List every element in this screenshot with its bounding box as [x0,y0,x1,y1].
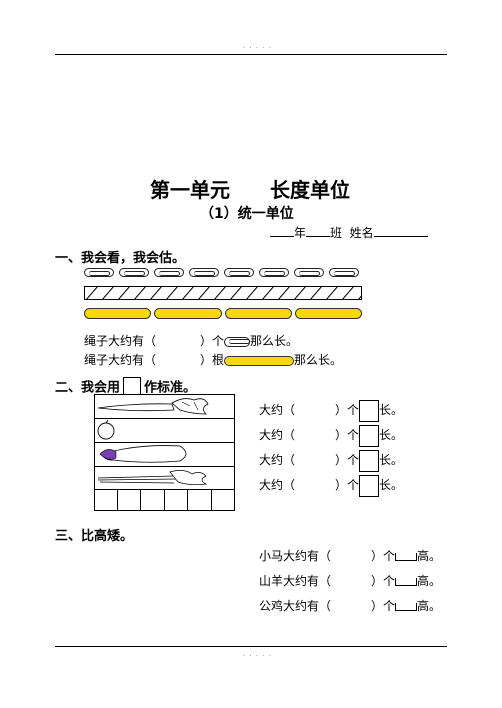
section2-row: 大约（ ）个 长。 [259,449,403,474]
section1-line2: 绳子大约有（ ）根 那么长。 [84,351,342,368]
row-pre: 小马大约有（ [259,549,332,563]
paperclip-icon [154,268,184,277]
row-post: 高。 [417,599,442,613]
section3-row: 山羊大约有（ ）个 高。 [259,570,441,595]
line1-mid: ）个 [200,334,225,348]
row-post: 长。 [379,453,404,467]
unit-square-icon [359,449,380,472]
name-blank[interactable] [373,225,428,237]
header-rule [55,54,447,55]
section1-line1: 绳子大约有（ ）个 那么长。 [84,332,298,349]
year-blank[interactable] [270,225,294,237]
row-mid: ）个 [371,599,396,613]
yellow-stick-icon [154,308,222,319]
unit-square-icon [359,424,380,447]
row-pre: 大约（ [259,478,296,492]
paperclip-icon [189,268,219,277]
unit-bracket-icon [395,602,418,611]
paperclip-icon [329,268,359,277]
yellow-stick-icon [224,308,292,319]
row-mid: ）个 [371,574,396,588]
paperclip-row [84,268,362,280]
student-info: 年 班 姓名 [270,224,428,241]
row-mid: ）个 [335,478,360,492]
row-pre: 公鸡大约有（ [259,599,332,613]
section2-row: 大约（ ）个 长。 [259,424,403,449]
line1-suffix: 那么长。 [250,334,299,348]
yellow-stick-icon [84,308,152,319]
section3-row: 小马大约有（ ）个 高。 [259,545,441,570]
row-mid: ）个 [335,453,360,467]
radish-icon [97,398,209,415]
section2-heading-post: 作标准。 [144,380,197,396]
row-mid: ）个 [335,403,360,417]
section3-heading: 三、比高矮。 [55,529,134,544]
page-subtitle: （1）统一单位 [200,206,294,222]
section2-answers: 大约（）个长。 大约（）个长。 大约（）个长。 大约（）个长。 [259,399,403,499]
unit-square-icon [359,474,380,497]
row-pre: 大约（ [259,403,296,417]
apple-icon [97,419,115,440]
paperclip-icon [259,268,289,277]
celery-icon [97,470,208,486]
section1-heading: 一、我会看，我会估。 [55,251,186,266]
object-table [94,394,235,511]
section2-heading-pre: 二、我会用 [55,380,121,396]
footer-rule [55,646,447,647]
year-label: 年 [294,226,307,240]
paperclip-icon [224,268,254,277]
paperclip-icon [84,268,114,277]
row-post: 长。 [379,478,404,492]
row-pre: 大约（ [259,453,296,467]
paperclip-icon [294,268,324,277]
eggplant-icon [99,445,187,463]
unit-bracket-icon [395,552,418,561]
class-blank[interactable] [306,225,331,237]
row-pre: 山羊大约有（ [259,574,332,588]
pencil-row [84,308,362,320]
section3-answers: 小马大约有（）个高。 山羊大约有（）个高。 公鸡大约有（）个高。 [259,545,441,620]
rope-hatched [84,286,362,300]
line2-suffix: 那么长。 [294,353,343,367]
yellow-stick-icon [294,308,362,319]
header-dots: · · · · · [243,44,273,52]
row-mid: ）个 [371,549,396,563]
page-title: 第一单元 长度单位 [150,178,350,202]
class-label: 班 [330,226,343,240]
row-post: 高。 [417,549,442,563]
paperclip-icon [224,336,251,347]
row-post: 长。 [379,403,404,417]
footer-dots: · · · · · [243,652,273,660]
section3-row: 公鸡大约有（ ）个 高。 [259,595,441,620]
row-mid: ）个 [335,428,360,442]
row-pre: 大约（ [259,428,296,442]
line1-prefix: 绳子大约有（ [84,334,157,348]
line2-mid: ）根 [200,353,225,367]
name-label: 姓名 [349,226,374,240]
row-post: 高。 [417,574,442,588]
section2-row: 大约（ ）个 长。 [259,474,403,499]
unit-square-icon [359,399,380,422]
row-post: 长。 [379,428,404,442]
yellow-stick-icon [224,355,295,366]
unit-bracket-icon [395,577,418,586]
paperclip-icon [119,268,149,277]
section2-heading: 二、我会用 作标准。 [55,377,196,400]
section2-row: 大约（ ）个 长。 [259,399,403,424]
line2-prefix: 绳子大约有（ [84,353,157,367]
